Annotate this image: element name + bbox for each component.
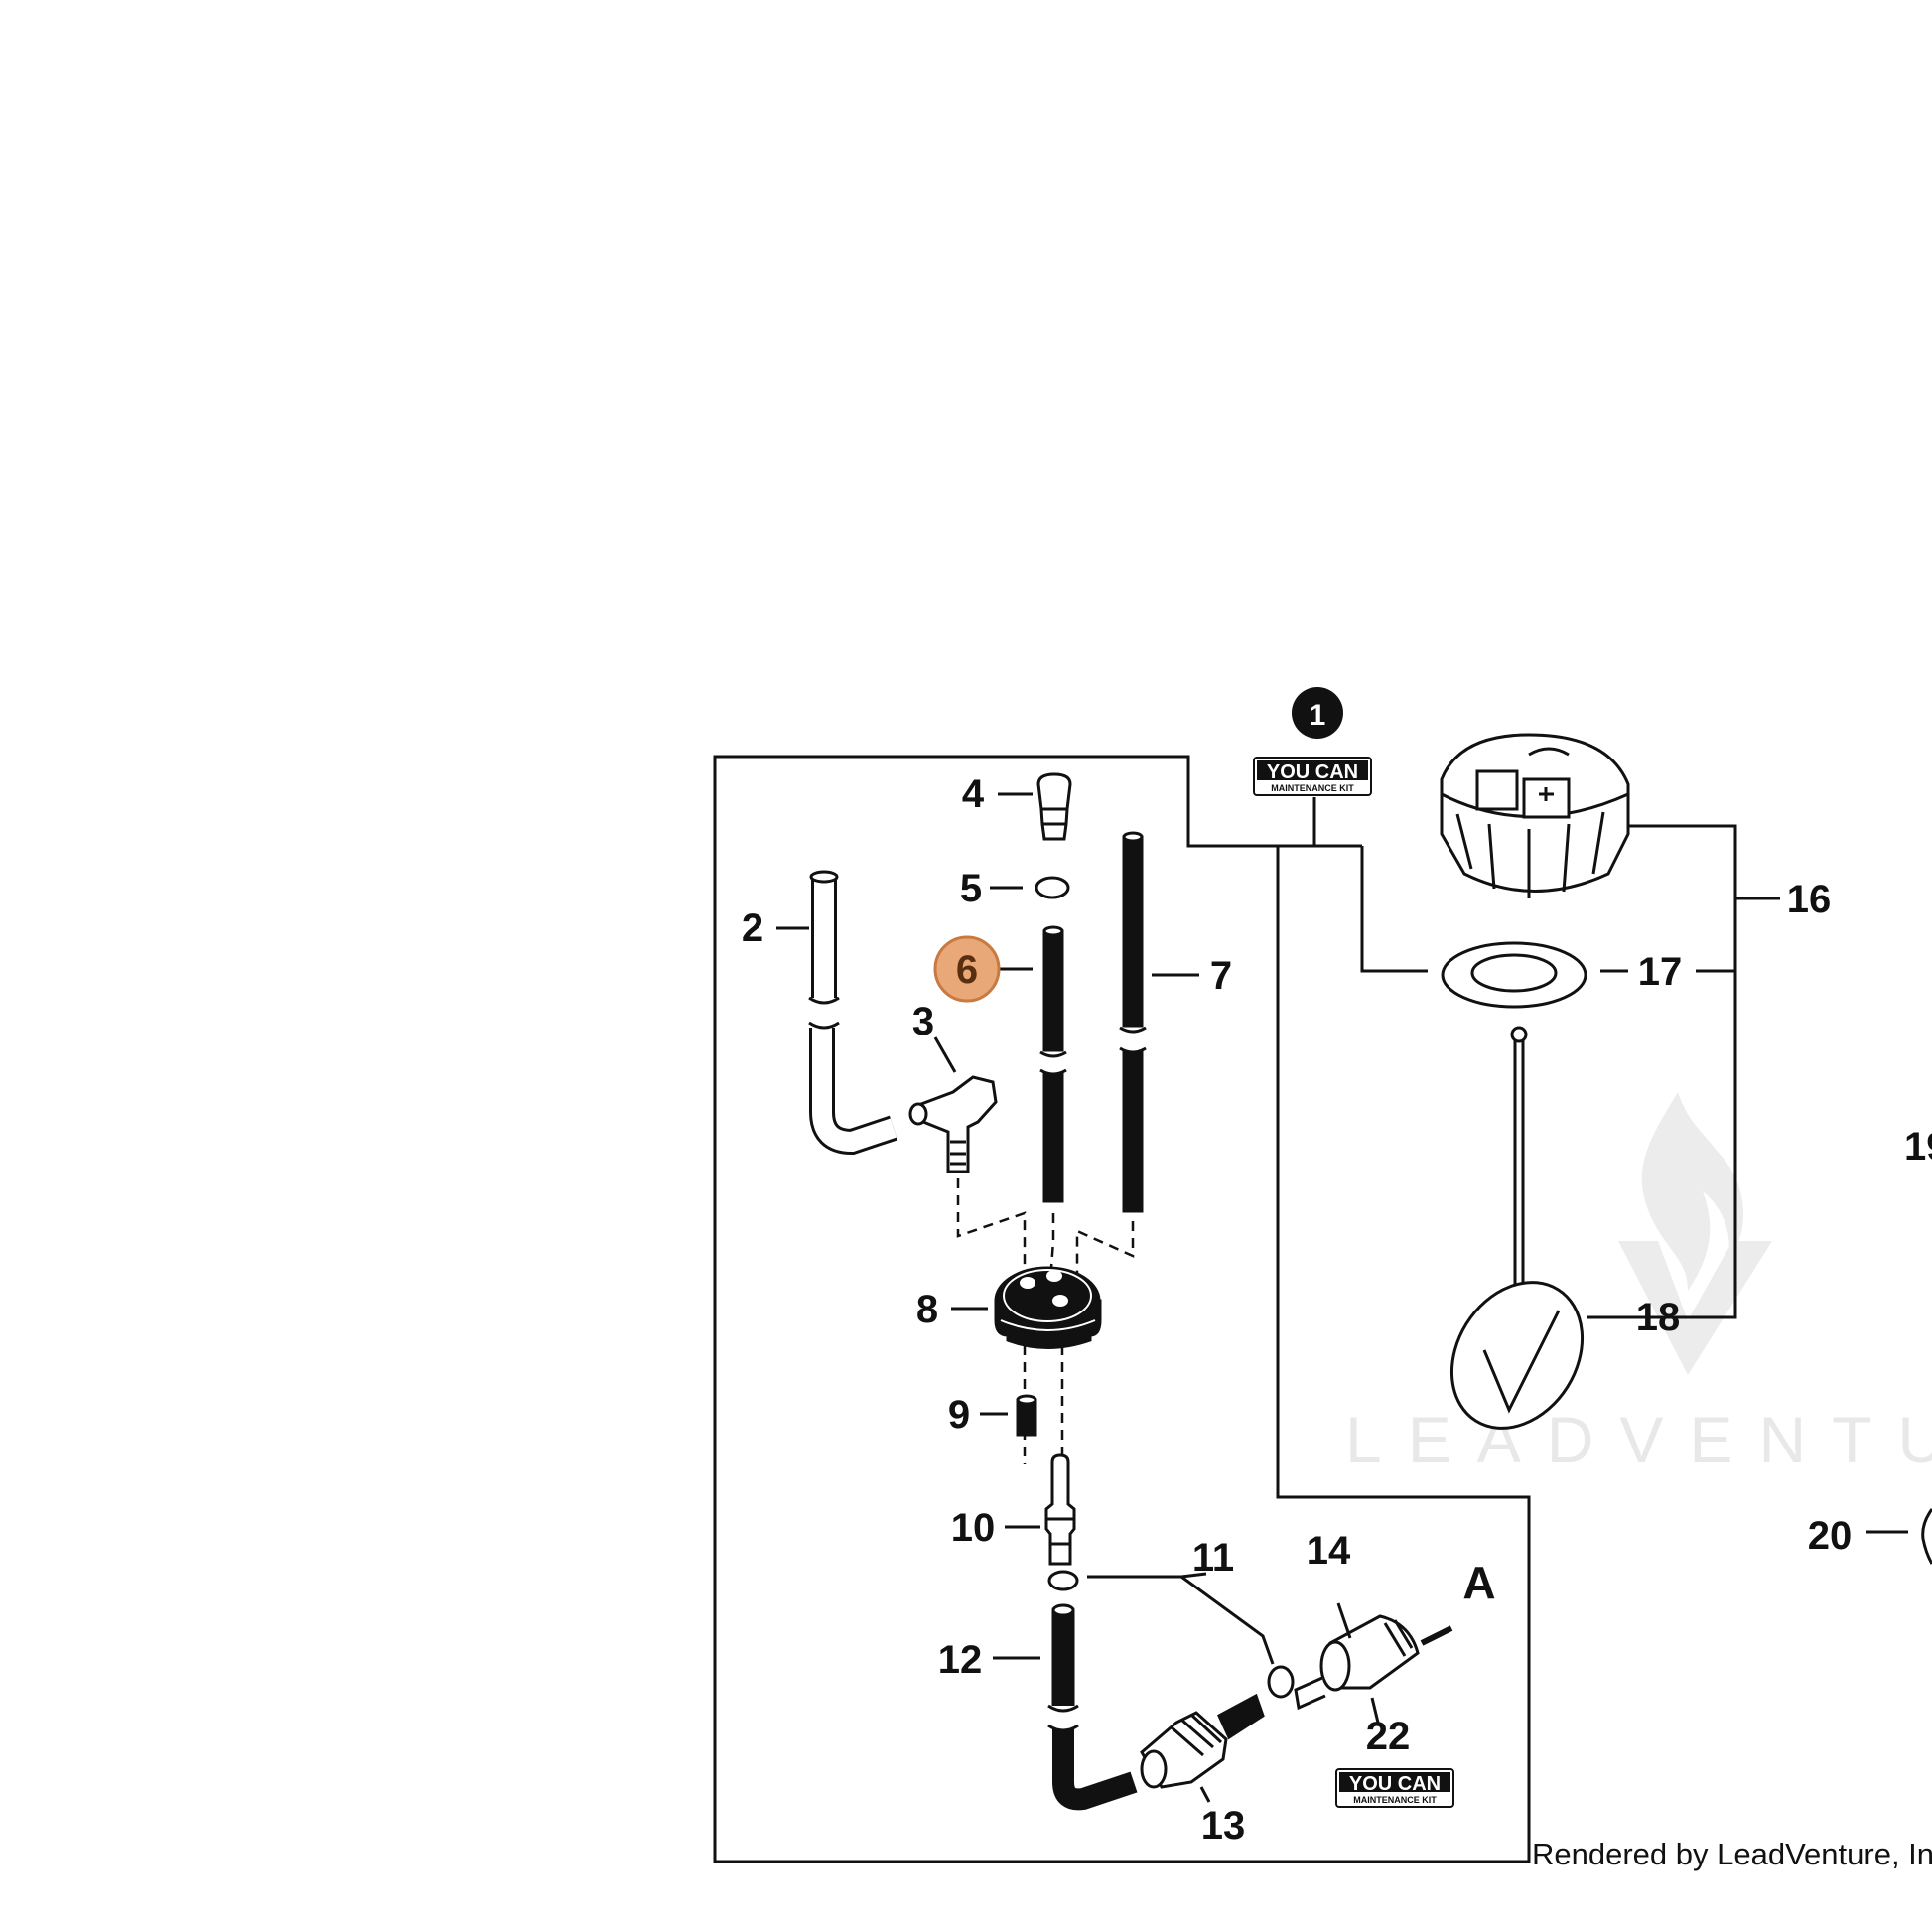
part-7-tube — [1119, 831, 1147, 1213]
callout-6-highlight — [933, 935, 1001, 1003]
part-11-o-ring-b — [1267, 1665, 1295, 1699]
callout-4: 4 — [962, 772, 985, 816]
callout-6: 6 — [956, 948, 978, 992]
part-11-o-ring-a — [1047, 1570, 1079, 1591]
callout-2: 2 — [742, 906, 763, 950]
youcan-badge-bottom: YOU CAN MAINTENANCE KIT — [1335, 1768, 1454, 1808]
part-20-edge — [1921, 1508, 1932, 1565]
kit-marker: 1 — [1292, 687, 1343, 739]
badge-bottom-bottom-text: MAINTENANCE KIT — [1353, 1795, 1437, 1805]
render-credit: Rendered by LeadVenture, Inc. — [1532, 1837, 1932, 1871]
badge-bottom-text: MAINTENANCE KIT — [1271, 783, 1354, 793]
callout-20: 20 — [1808, 1514, 1853, 1558]
callout-9: 9 — [948, 1393, 970, 1437]
kit-marker-number: 1 — [1310, 699, 1326, 732]
callout-8: 8 — [916, 1288, 938, 1331]
part-5-o-ring — [1035, 876, 1070, 899]
assembly-frame — [713, 755, 1531, 1863]
callout-18: 18 — [1636, 1296, 1681, 1339]
callout-5: 5 — [960, 867, 982, 910]
part-4-plug — [1036, 772, 1072, 841]
callout-13: 13 — [1201, 1804, 1246, 1848]
callout-11: 11 — [1192, 1536, 1234, 1580]
callout-14: 14 — [1307, 1529, 1351, 1573]
part-16-fuel-cap — [1440, 733, 1630, 898]
callout-12: 12 — [938, 1638, 983, 1682]
badge-bottom-top-text: YOU CAN — [1349, 1773, 1441, 1795]
callout-7: 7 — [1210, 954, 1232, 998]
watermark-v-icon — [1618, 1241, 1772, 1375]
part-8-grommet — [994, 1266, 1102, 1349]
callout-19: 19 — [1904, 1125, 1932, 1169]
watermark: LEADVENTU — [1345, 1092, 1932, 1476]
youcan-badge-top: YOU CAN MAINTENANCE KIT — [1253, 757, 1372, 796]
callout-a: A — [1462, 1557, 1495, 1608]
callout-10: 10 — [951, 1506, 996, 1550]
part-2-hose — [808, 870, 898, 1156]
part-13-filter — [1140, 1693, 1265, 1789]
part-9-bushing — [1016, 1394, 1037, 1437]
part-12-hose — [1047, 1603, 1138, 1811]
part-6-tube — [1039, 925, 1067, 1203]
badge-top-text: YOU CAN — [1267, 761, 1358, 783]
part-18-dipstick — [1449, 1026, 1585, 1430]
part-14-connector — [1294, 1614, 1420, 1711]
watermark-text: LEADVENTU — [1345, 1403, 1932, 1476]
callout-22: 22 — [1366, 1715, 1411, 1758]
callout-17: 17 — [1638, 950, 1683, 994]
part-17-gasket — [1441, 941, 1587, 1009]
leader-15 — [1360, 846, 1428, 973]
watermark-flame-icon — [1641, 1092, 1744, 1291]
callout-16: 16 — [1787, 878, 1832, 921]
callout-3: 3 — [912, 1000, 934, 1043]
part-10-fitting — [1044, 1453, 1076, 1566]
part-3-elbow — [908, 1075, 998, 1173]
